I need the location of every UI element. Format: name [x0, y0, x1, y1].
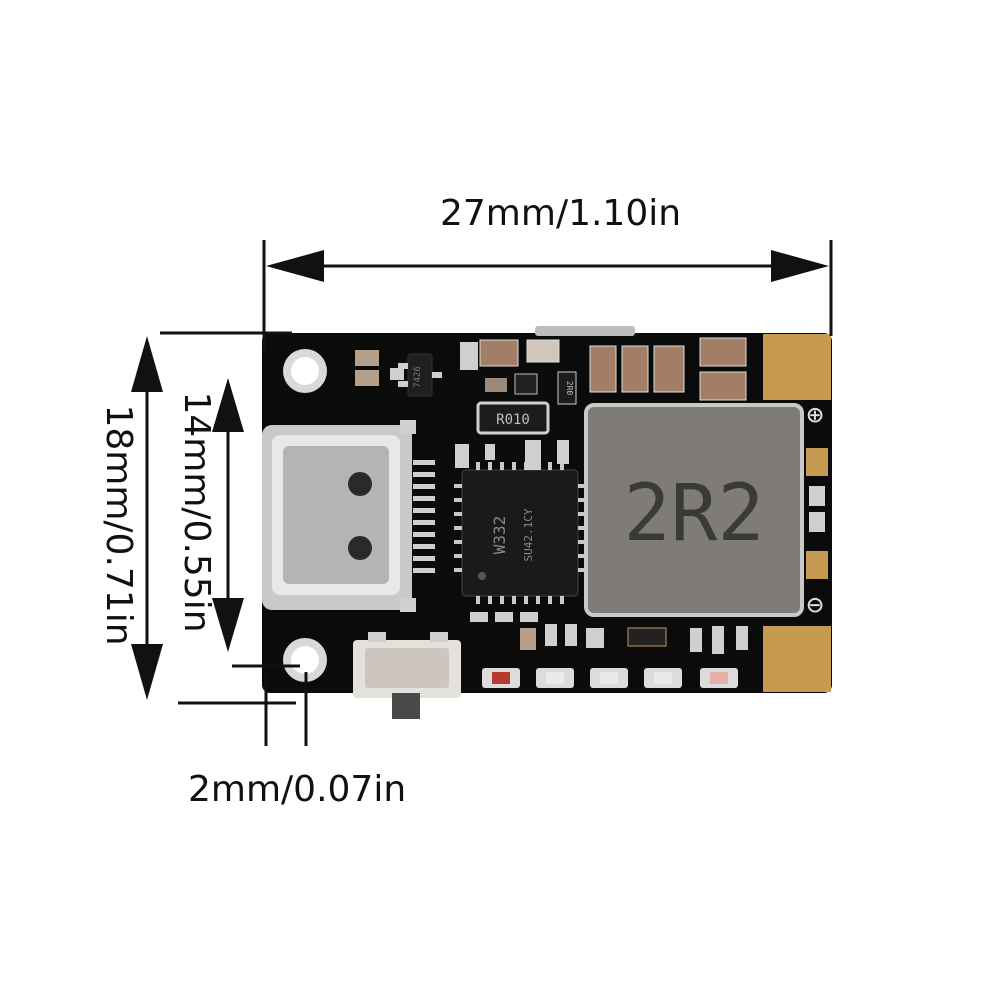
- dimension-height-outer: [131, 331, 296, 705]
- slide-switch: [353, 632, 461, 719]
- transistor-marking: 7426: [413, 366, 423, 388]
- smd-capacitors-left: [355, 339, 560, 395]
- resistor-marking: R010: [496, 412, 530, 428]
- small-resistor-marking: 2R0: [565, 381, 574, 396]
- gap-dimension-label: 2mm/0.07in: [188, 769, 407, 810]
- top-connector-stub: [535, 326, 635, 336]
- ic-marking-line2: SU42.1CY: [522, 508, 535, 561]
- dimension-gap: [264, 672, 308, 746]
- transistor: 7426: [398, 353, 442, 397]
- output-pad-positive: [763, 334, 831, 400]
- inner-height-dimension-label: 14mm/0.55in: [176, 391, 217, 633]
- ic-marking-line1: W332: [490, 516, 509, 555]
- dimension-height-inner: [212, 378, 300, 668]
- minus-symbol: ⊖: [807, 588, 824, 621]
- usb-c-port: [262, 420, 416, 612]
- smd-components-middle: [455, 440, 748, 654]
- smd-capacitors-top: [589, 337, 747, 401]
- side-resistors: [809, 486, 825, 532]
- usb-pins: [413, 460, 435, 573]
- mounting-hole-top-left: [283, 349, 327, 393]
- shunt-resistor: R010: [476, 401, 550, 435]
- signal-pad-1: [806, 448, 828, 476]
- controller-ic: W332 SU42.1CY: [461, 469, 579, 597]
- ic-pins: [454, 462, 586, 604]
- width-dimension-label: 27mm/1.10in: [440, 193, 682, 234]
- outer-height-dimension-label: 18mm/0.71in: [98, 404, 139, 646]
- output-pad-negative: [763, 626, 831, 692]
- power-inductor: 2R2: [584, 403, 804, 617]
- plus-symbol: ⊕: [807, 398, 824, 431]
- inductor-marking: 2R2: [624, 469, 765, 559]
- small-resistor: 2R0: [557, 371, 577, 405]
- signal-pad-2: [806, 551, 828, 579]
- status-leds: [482, 668, 738, 688]
